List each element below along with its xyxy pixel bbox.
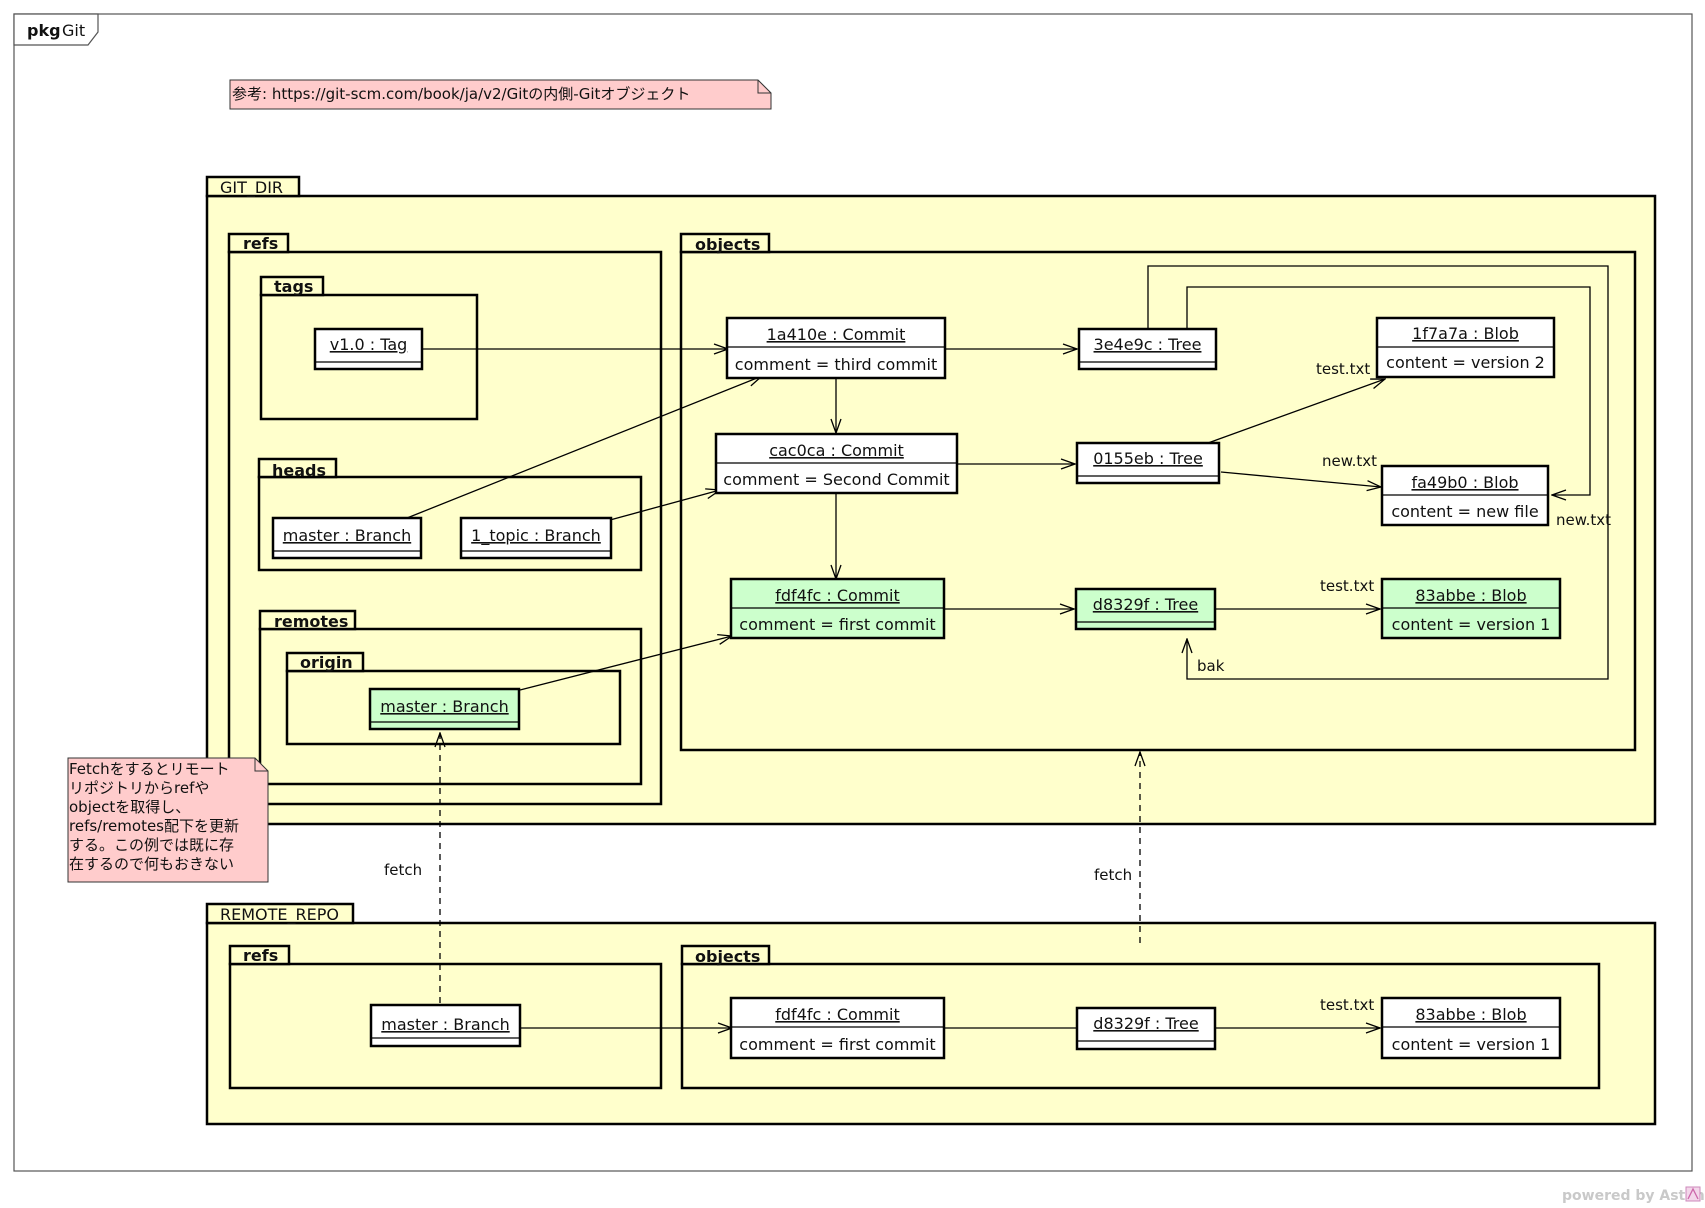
fetch-note: Fetchをするとリモート リポジトリからrefや objectを取得し、 re… [67,757,269,883]
object-attribute: content = version 1 [1392,615,1551,634]
package-label: refs [243,234,278,253]
git-objects: 1a410e : Commit comment = third commit c… [714,316,1562,640]
blob-object[interactable]: 1f7a7a : Blob content = version 2 [1375,316,1556,379]
edge-topic-to-commit [609,490,720,521]
commit-object[interactable]: fdf4fc : Commit comment = first commit [729,577,946,640]
object-attribute: content = version 2 [1386,353,1545,372]
package-label: heads [272,461,326,480]
edge-tree-to-blob [1207,379,1385,444]
edge-label: test.txt [1316,360,1370,378]
edges [401,265,1609,1028]
package-label: REMOTE_REPO [220,905,339,925]
edge-labels: test.txt new.txt new.txt test.txt bak te… [384,360,1611,1014]
object-attribute: comment = first commit [739,615,935,634]
edge-label: test.txt [1320,577,1374,595]
edge-master-to-commit [401,376,762,521]
tree-object[interactable]: d8329f : Tree [1074,587,1217,631]
branch-object-master[interactable]: master : Branch [271,516,423,560]
object-name: 1f7a7a : Blob [1412,324,1519,343]
fetch-note-line: する。この例では既に存 [69,836,234,854]
object-name: 83abbe : Blob [1415,586,1526,605]
refs-objects: v1.0 : Tag master : Branch 1_topic : Bra… [271,327,613,731]
object-name: fdf4fc : Commit [775,586,899,605]
object-attribute: comment = first commit [739,1035,935,1054]
object-name: 3e4e9c : Tree [1094,335,1202,354]
object-name: 83abbe : Blob [1415,1005,1526,1024]
commit-object[interactable]: 1a410e : Commit comment = third commit [725,316,947,380]
object-attribute: content = version 1 [1392,1035,1551,1054]
branch-object-topic[interactable]: 1_topic : Branch [459,516,613,560]
tree-object[interactable]: 3e4e9c : Tree [1077,327,1218,371]
fetch-note-line: 在するので何もおきない [69,855,234,873]
blob-object[interactable]: fa49b0 : Blob content = new file [1380,464,1550,527]
watermark: powered by Astah [1562,1186,1705,1204]
object-name: cac0ca : Commit [769,441,904,460]
object-name: 0155eb : Tree [1093,449,1203,468]
fetch-note-line: refs/remotes配下を更新 [69,817,239,835]
package-label: tags [274,277,313,296]
fetch-note-line: リポジトリからrefや [69,779,209,797]
package-label: objects [695,235,760,254]
object-attribute: comment = Second Commit [723,470,949,489]
tag-object[interactable]: v1.0 : Tag [313,327,424,371]
edge-tree-to-blob [1220,471,1381,487]
package-label: GIT_DIR [220,178,283,198]
edge-label: new.txt [1556,511,1611,529]
astah-logo-icon [1685,1186,1701,1202]
package-label: remotes [274,612,348,631]
commit-object[interactable]: cac0ca : Commit comment = Second Commit [714,432,959,495]
tree-object[interactable]: 0155eb : Tree [1075,441,1221,485]
object-name: master : Branch [380,697,508,716]
remote-objects: master : Branch fdf4fc : Commit comment … [369,996,1562,1060]
edge-label: new.txt [1322,452,1377,470]
object-name: master : Branch [381,1015,509,1034]
reference-note: 参考: https://git-scm.com/book/ja/v2/Gitの内… [229,79,772,110]
package-label: origin [300,653,353,672]
edge-label: bak [1197,657,1225,675]
fetch-note-line: Fetchをするとリモート [69,760,230,778]
object-name: 1a410e : Commit [767,325,906,344]
edge-origin-master-to-commit [519,636,732,691]
watermark-text: powered by Astah [1562,1188,1705,1204]
reference-note-text: 参考: https://git-scm.com/book/ja/v2/Gitの内… [232,85,690,103]
branch-object-origin-master[interactable]: master : Branch [368,687,521,731]
object-attribute: content = new file [1391,502,1538,521]
frame-name: Git [62,21,85,40]
edge-label: test.txt [1320,996,1374,1014]
fetch-note-line: objectを取得し、 [69,798,190,816]
object-name: master : Branch [283,526,411,545]
object-name: v1.0 : Tag [330,335,408,354]
tree-object[interactable]: d8329f : Tree [1075,1006,1217,1051]
object-name: 1_topic : Branch [471,526,601,546]
edge-tree-to-tree [1186,286,1591,495]
edge-tree-to-blob [1147,265,1609,680]
package-label: refs [243,946,278,965]
blob-object[interactable]: 83abbe : Blob content = version 1 [1380,577,1562,640]
object-name: d8329f : Tree [1093,1014,1198,1033]
branch-object-remote-master[interactable]: master : Branch [369,1003,522,1048]
object-name: fa49b0 : Blob [1411,473,1518,492]
object-attribute: comment = third commit [735,355,937,374]
fetch-label: fetch [384,861,422,879]
object-name: d8329f : Tree [1093,595,1198,614]
blob-object[interactable]: 83abbe : Blob content = version 1 [1380,996,1562,1060]
commit-object[interactable]: fdf4fc : Commit comment = first commit [729,996,946,1060]
fetch-label: fetch [1094,866,1132,884]
package-label: objects [695,947,760,966]
object-name: fdf4fc : Commit [775,1005,899,1024]
frame-kind: pkg [27,21,61,40]
